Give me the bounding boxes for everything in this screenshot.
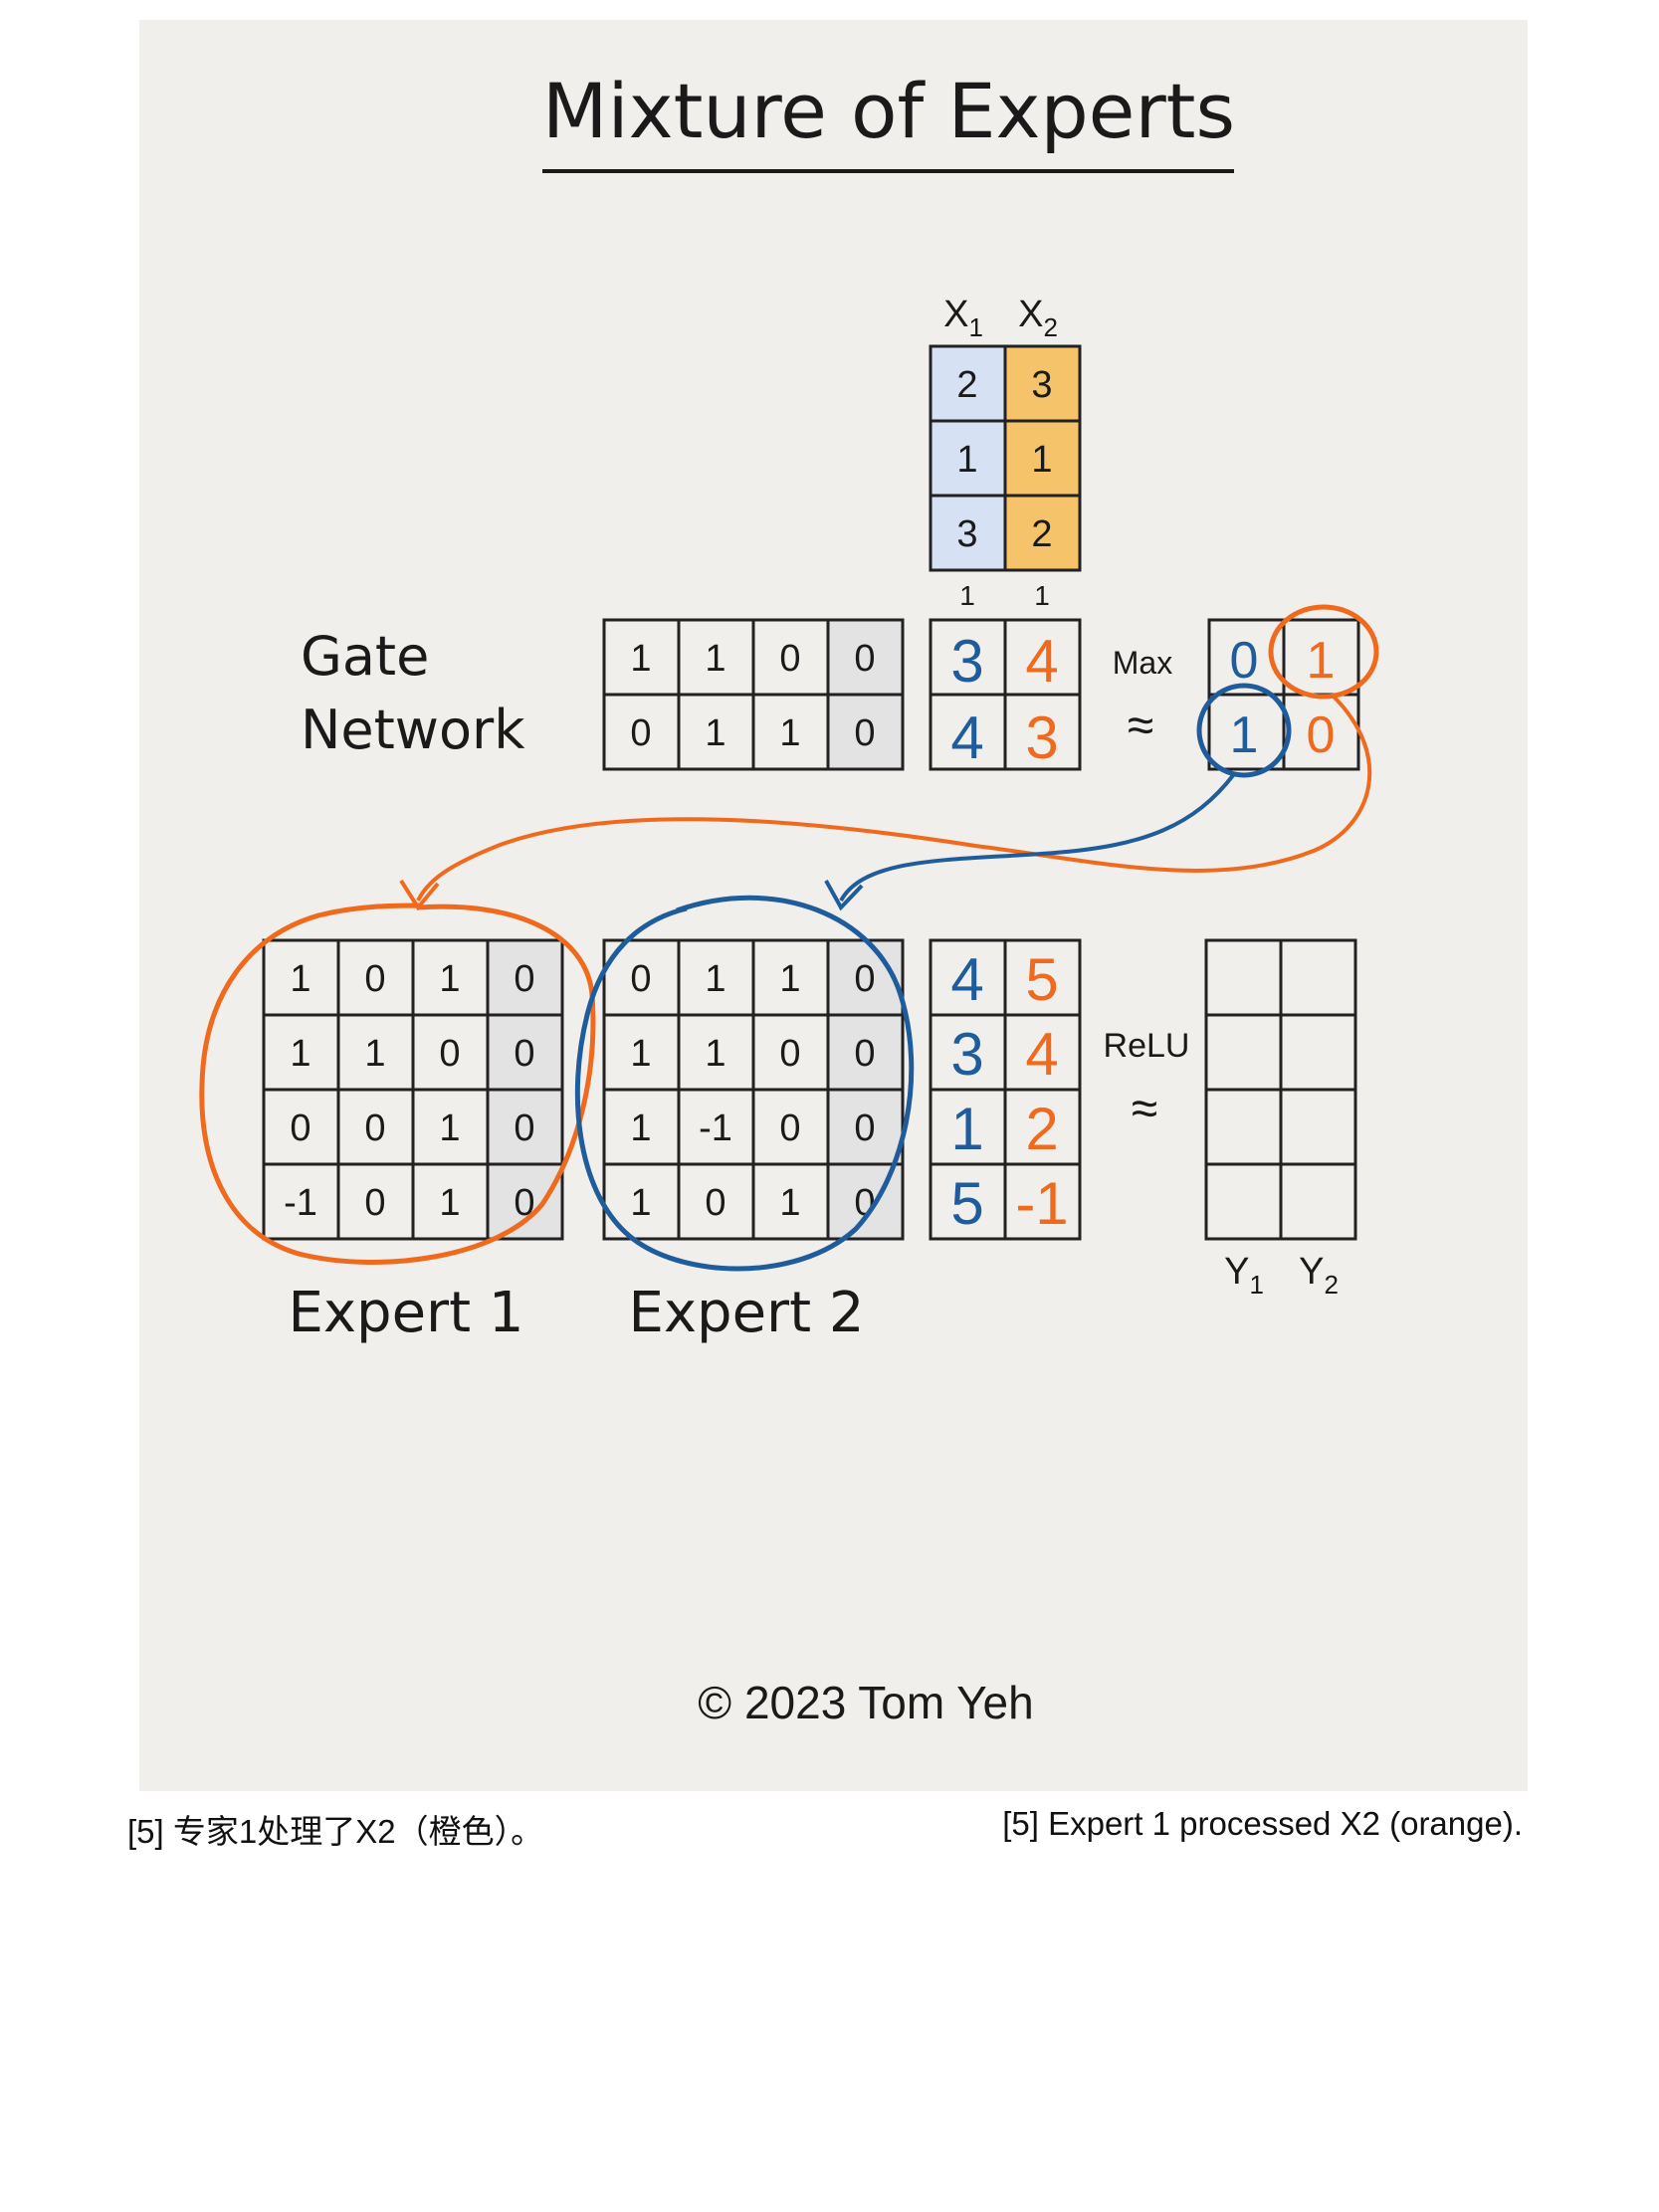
gate-output-cell: 3 xyxy=(950,628,983,695)
output-header-y2: Y2 xyxy=(1299,1251,1339,1300)
expert-2-cell: 1 xyxy=(779,958,800,1000)
expert-2-cell: 1 xyxy=(630,1033,651,1075)
diagram-canvas: Mixture of Experts X1 X2 2 1 3 3 1 2 1 1… xyxy=(139,20,1528,1791)
expert-output-cell: 4 xyxy=(950,946,983,1013)
expert-2-blue-circle xyxy=(574,895,915,1272)
expert-output-cell: 3 xyxy=(950,1021,983,1088)
gate-output-matrix: 3 4 4 3 xyxy=(929,618,1082,771)
paper-background xyxy=(139,20,1528,1791)
gate-weight-cell: 1 xyxy=(705,712,726,754)
expert-1-cell: 0 xyxy=(439,1033,460,1075)
gate-weight-cell: 1 xyxy=(630,638,651,680)
orange-routing-arrow xyxy=(416,695,1372,902)
gate-output-cell: 4 xyxy=(950,704,983,771)
output-y-matrix xyxy=(1204,938,1357,1241)
x1-cell: 1 xyxy=(956,439,977,481)
gate-selection-matrix: 0 1 1 0 xyxy=(1196,604,1379,778)
gate-label-line2: Network xyxy=(301,699,525,761)
expert-2-cell: 0 xyxy=(705,1182,726,1224)
diagram-title: Mixture of Experts xyxy=(542,67,1235,155)
blue-arrowhead xyxy=(824,880,864,911)
blue-routing-arrow xyxy=(839,772,1236,903)
expert-1-cell: 0 xyxy=(514,1107,534,1149)
max-label: Max xyxy=(1113,645,1172,681)
selection-cell: 1 xyxy=(1307,632,1336,690)
gate-weight-cell: 0 xyxy=(854,638,875,680)
expert-2-label: Expert 2 xyxy=(629,1281,865,1345)
bias-value: 1 xyxy=(959,580,975,611)
expert-1-cell: 0 xyxy=(290,1107,311,1149)
expert-output-matrix: 4 5 3 4 1 2 5 -1 xyxy=(929,938,1082,1241)
expert-output-cell: 5 xyxy=(950,1170,983,1237)
caption-chinese: [5] 专家1处理了X2（橙色）。 xyxy=(127,1813,544,1850)
gate-weight-cell: 0 xyxy=(854,712,875,754)
x1-cell: 3 xyxy=(956,513,977,555)
expert-1-cell: 1 xyxy=(439,1182,460,1224)
expert-1-cell: 0 xyxy=(364,1182,385,1224)
bias-value: 1 xyxy=(1034,580,1050,611)
input-header-x2: X2 xyxy=(1018,294,1058,342)
expert-2-cell: 1 xyxy=(705,958,726,1000)
relu-label: ReLU xyxy=(1104,1027,1190,1065)
caption-english: [5] Expert 1 processed X2 (orange). xyxy=(1002,1805,1523,1842)
expert-1-label: Expert 1 xyxy=(289,1281,524,1345)
expert-1-cell: 0 xyxy=(364,958,385,1000)
gate-weight-cell: 0 xyxy=(779,638,800,680)
expert-1-cell: 1 xyxy=(290,958,311,1000)
expert-2-cell: 0 xyxy=(630,958,651,1000)
expert-2-cell: 1 xyxy=(630,1107,651,1149)
expert-2-cell: 1 xyxy=(630,1182,651,1224)
expert-1-cell: 0 xyxy=(514,1182,534,1224)
expert-2-cell: 1 xyxy=(779,1182,800,1224)
expert-output-cell: 5 xyxy=(1025,946,1058,1013)
gate-weight-matrix: 1 1 0 0 0 1 1 0 xyxy=(602,618,905,771)
relu-approx-symbol: ≈ xyxy=(1132,1083,1157,1135)
expert-output-cell: 4 xyxy=(1025,1021,1058,1088)
expert-2-cell: 0 xyxy=(854,1107,875,1149)
expert-2-cell: 0 xyxy=(854,1033,875,1075)
max-approx-symbol: ≈ xyxy=(1128,700,1153,752)
selection-cell: 1 xyxy=(1230,706,1259,764)
orange-selection-circle xyxy=(1268,604,1379,700)
expert-1-cell: 0 xyxy=(514,1033,534,1075)
expert-1-cell: 0 xyxy=(514,958,534,1000)
expert-1-cell: -1 xyxy=(284,1182,317,1224)
expert-2-cell: 0 xyxy=(779,1033,800,1075)
expert-1-cell: 1 xyxy=(290,1033,311,1075)
expert-output-cell: 2 xyxy=(1025,1096,1058,1162)
x1-cell: 2 xyxy=(956,364,977,406)
expert-1-cell: 0 xyxy=(364,1107,385,1149)
copyright-text: © 2023 Tom Yeh xyxy=(698,1677,1033,1728)
x2-cell: 3 xyxy=(1031,364,1052,406)
blue-selection-circle xyxy=(1196,683,1292,778)
gate-weight-cell: 1 xyxy=(705,638,726,680)
x2-cell: 2 xyxy=(1031,513,1052,555)
output-header-y1: Y1 xyxy=(1224,1251,1264,1300)
expert-1-cell: 1 xyxy=(439,958,460,1000)
input-matrix: 2 1 3 3 1 2 1 1 xyxy=(929,344,1082,611)
expert-2-cell: 1 xyxy=(705,1033,726,1075)
gate-output-cell: 4 xyxy=(1025,628,1058,695)
expert-output-cell: 1 xyxy=(950,1096,983,1162)
selection-cell: 0 xyxy=(1230,632,1259,690)
expert-2-cell: 0 xyxy=(779,1107,800,1149)
expert-1-cell: 1 xyxy=(439,1107,460,1149)
gate-weight-cell: 0 xyxy=(630,712,651,754)
expert-2-matrix: 0 1 1 0 1 1 0 0 1 -1 0 0 1 0 1 0 xyxy=(602,938,905,1241)
expert-output-cell: -1 xyxy=(1015,1170,1068,1237)
selection-cell: 0 xyxy=(1307,706,1336,764)
input-header-x1: X1 xyxy=(943,294,983,342)
expert-1-matrix: 1 0 1 0 1 1 0 0 0 0 1 0 -1 0 1 0 xyxy=(262,938,564,1241)
gate-output-cell: 3 xyxy=(1025,704,1058,771)
x2-cell: 1 xyxy=(1031,439,1052,481)
expert-1-cell: 1 xyxy=(364,1033,385,1075)
gate-weight-cell: 1 xyxy=(779,712,800,754)
gate-label-line1: Gate xyxy=(301,625,429,688)
expert-2-cell: 0 xyxy=(854,958,875,1000)
expert-2-cell: -1 xyxy=(699,1107,732,1149)
